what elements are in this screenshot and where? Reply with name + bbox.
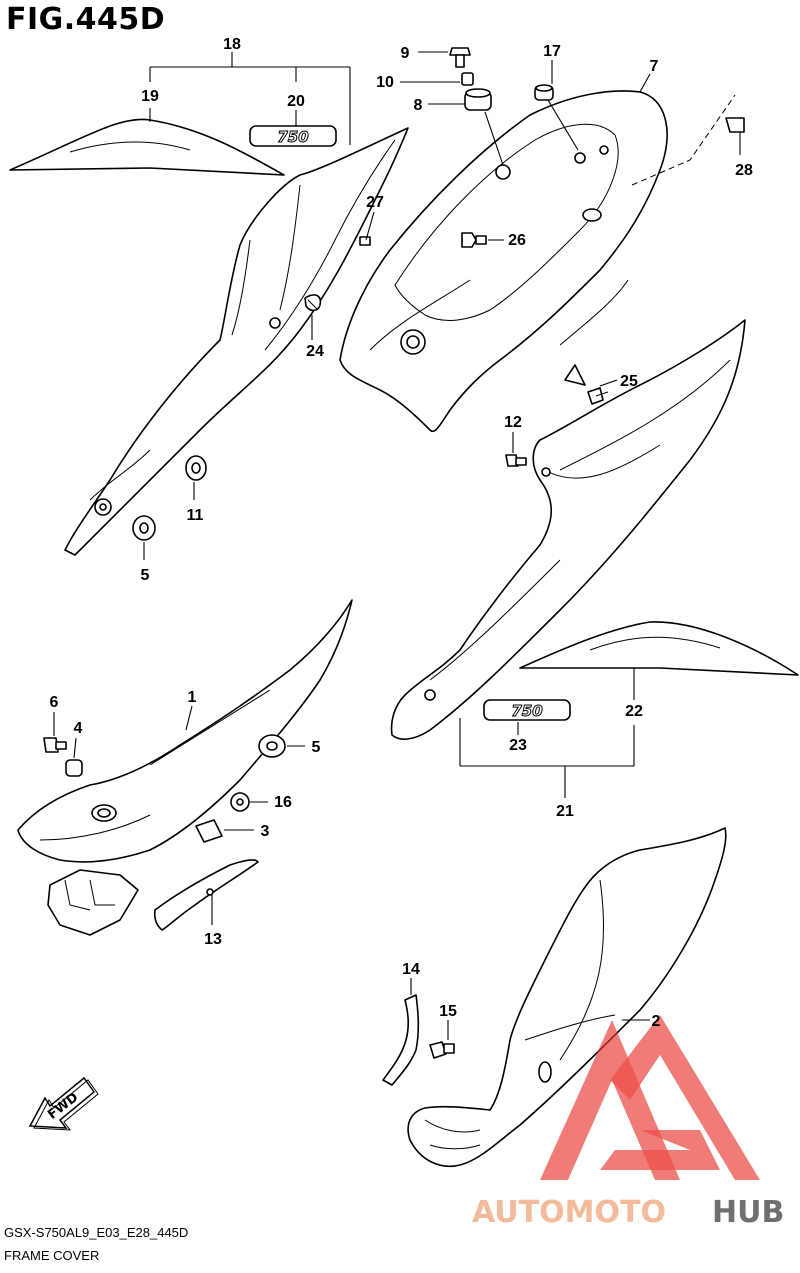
callout-3: 3: [261, 823, 270, 840]
svg-text:750: 750: [277, 128, 308, 146]
callout-4: 4: [74, 720, 83, 737]
bracket-21: [459, 718, 635, 798]
collar-4[interactable]: [65, 759, 83, 777]
callout-28: 28: [735, 162, 753, 179]
figure-title: FIG.445D: [6, 2, 166, 37]
clip-24[interactable]: [304, 294, 322, 312]
clip-28[interactable]: [725, 117, 745, 133]
automotohub-watermark-logo: AUTOMOTO HUB: [472, 1015, 784, 1230]
bracket-14[interactable]: [382, 994, 420, 1086]
callout-26: 26: [508, 232, 526, 249]
tail-stripe-19[interactable]: [9, 118, 285, 176]
callout-19: 19: [141, 88, 159, 105]
callout-labels: 18 19 20 9 10 8 17 7 28 27 26 24 25 11 5…: [50, 36, 753, 1030]
callout-5-upper: 5: [141, 567, 150, 584]
callout-14: 14: [402, 961, 420, 978]
callout-6: 6: [50, 694, 59, 711]
pad-3[interactable]: [195, 819, 223, 843]
cushion-8[interactable]: [464, 88, 492, 111]
collar-10[interactable]: [461, 72, 474, 86]
emblem-750-top[interactable]: 750: [249, 125, 337, 147]
callout-10: 10: [376, 74, 394, 91]
grommet-5-bottom[interactable]: [258, 734, 286, 758]
grommet-16[interactable]: [230, 792, 250, 812]
callout-21: 21: [556, 803, 574, 820]
callout-25: 25: [620, 373, 638, 390]
svg-text:750: 750: [511, 702, 542, 720]
grommet-17[interactable]: [534, 84, 554, 101]
emblem-750-bottom[interactable]: 750: [483, 699, 571, 721]
model-code: GSX-S750AL9_E03_E28_445D: [4, 1225, 189, 1240]
callout-9: 9: [401, 45, 410, 62]
bolt-12[interactable]: [505, 454, 527, 467]
callout-27: 27: [366, 194, 384, 211]
svg-text:AUTOMOTO: AUTOMOTO: [472, 1195, 666, 1230]
section-name: FRAME COVER: [4, 1248, 100, 1263]
bracket-18: [149, 52, 351, 145]
callout-5-lower: 5: [312, 739, 321, 756]
screw-25[interactable]: [587, 387, 609, 405]
fwd-arrow-icon: FWD: [28, 1076, 99, 1131]
callout-8: 8: [414, 97, 423, 114]
callout-22: 22: [625, 703, 643, 720]
right-side-cover[interactable]: [390, 319, 746, 740]
callout-24: 24: [306, 343, 324, 360]
callout-12: 12: [504, 414, 522, 431]
callout-17: 17: [543, 43, 561, 60]
screw-9[interactable]: [449, 47, 471, 68]
callout-11: 11: [187, 507, 204, 524]
callout-7: 7: [650, 58, 659, 75]
tail-stripe-22[interactable]: [519, 621, 799, 676]
grommet-5-top[interactable]: [132, 515, 156, 541]
callout-13: 13: [204, 931, 222, 948]
screw-6[interactable]: [43, 737, 67, 753]
frame-cover-1[interactable]: [17, 599, 353, 863]
bolt-15[interactable]: [429, 1041, 455, 1059]
left-side-cover[interactable]: [64, 127, 409, 556]
bolt-26[interactable]: [461, 232, 487, 248]
bracket-13[interactable]: [153, 859, 259, 931]
callout-1: 1: [188, 689, 197, 706]
callout-23: 23: [509, 737, 527, 754]
callout-16: 16: [274, 794, 292, 811]
under-cover-2[interactable]: [407, 827, 727, 1167]
callout-2: 2: [652, 1013, 661, 1030]
grommet-11[interactable]: [185, 455, 207, 481]
callout-20: 20: [287, 93, 305, 110]
callout-18: 18: [223, 36, 241, 53]
svg-text:HUB: HUB: [712, 1195, 784, 1230]
callout-15: 15: [439, 1003, 457, 1020]
